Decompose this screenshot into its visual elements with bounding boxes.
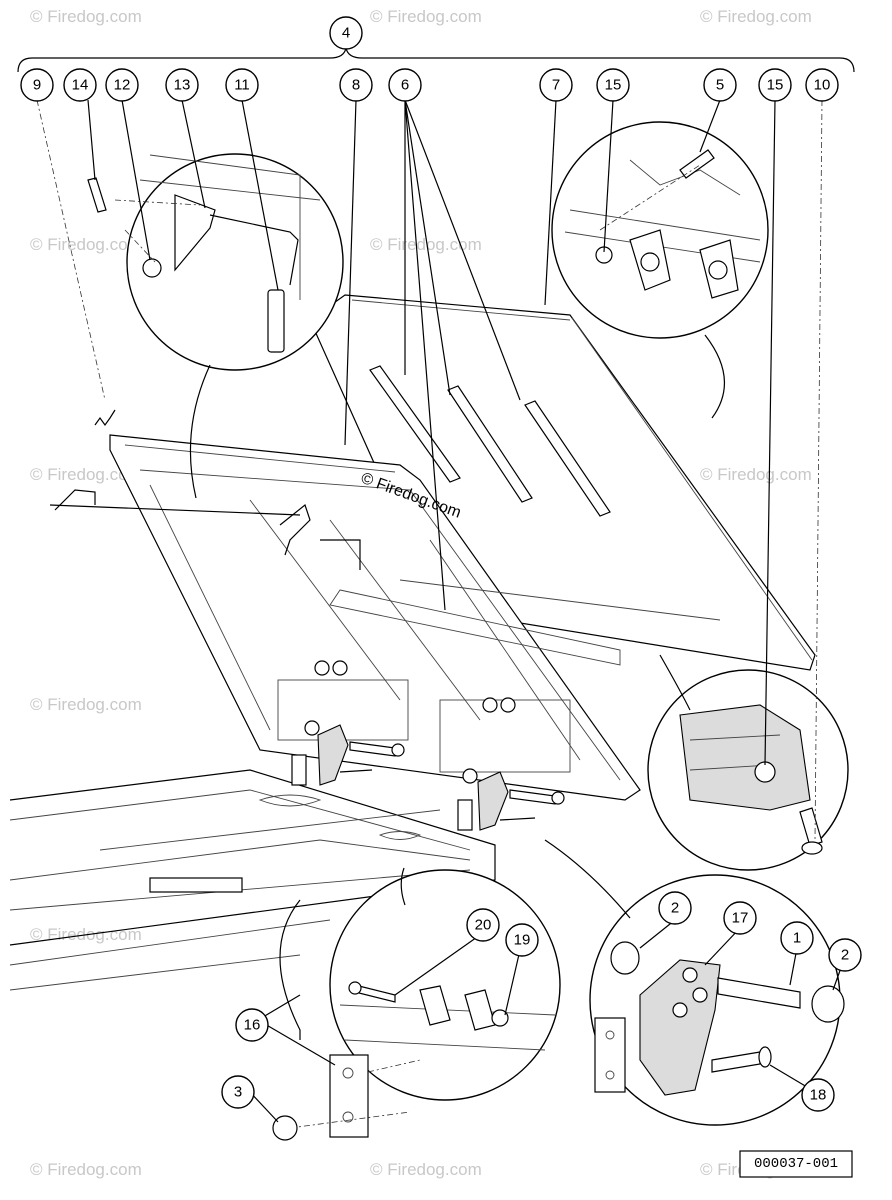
svg-text:4: 4: [342, 25, 350, 42]
svg-text:10: 10: [814, 77, 831, 94]
svg-text:16: 16: [244, 1017, 261, 1034]
nut-3: [272, 1115, 298, 1141]
hinge-bracket-right: [477, 771, 509, 831]
svg-text:3: 3: [234, 1084, 242, 1101]
plate-and-nut: [272, 1054, 421, 1141]
svg-text:14: 14: [72, 77, 89, 94]
callout-7: 7: [539, 68, 573, 102]
callout-15-top: 15: [596, 68, 630, 102]
svg-text:15: 15: [767, 77, 784, 94]
reference-number: 000037-001: [754, 1156, 838, 1172]
callout-2-right: 2: [828, 938, 862, 972]
watermark-text: © Firedog.com: [30, 695, 142, 714]
callout-12: 12: [105, 68, 139, 102]
tailgate-assembly: [49, 294, 816, 831]
svg-text:13: 13: [174, 77, 191, 94]
callout-11: 11: [225, 68, 259, 102]
callout-13: 13: [165, 68, 199, 102]
watermark-text: © Firedog.com: [30, 1160, 142, 1179]
svg-text:9: 9: [33, 77, 41, 94]
svg-text:5: 5: [716, 77, 724, 94]
watermark-text: © Firedog.com: [30, 465, 142, 484]
pin-1: [717, 977, 801, 1009]
callout-14: 14: [63, 68, 97, 102]
svg-text:12: 12: [114, 77, 131, 94]
plate-16-lower: [329, 1054, 369, 1138]
callout-8: 8: [339, 68, 373, 102]
watermark-text: © Firedog.com: [370, 235, 482, 254]
callout-5: 5: [703, 68, 737, 102]
detail-latch-view: [87, 153, 344, 371]
svg-text:19: 19: [514, 932, 531, 949]
callout-16: 16: [235, 1008, 269, 1042]
svg-text:17: 17: [732, 910, 749, 927]
watermark-text: © Firedog.com: [370, 7, 482, 26]
spring: [94, 409, 116, 427]
callout-3: 3: [221, 1075, 255, 1109]
watermark-text: © Firedog.com: [30, 7, 142, 26]
box-slot: [149, 877, 243, 893]
callout-15-right: 15: [758, 68, 792, 102]
svg-text:18: 18: [810, 1087, 827, 1104]
callout-6: 6: [388, 68, 422, 102]
assembly-bracket: [17, 47, 855, 73]
watermark-text: © Firedog.com: [700, 465, 812, 484]
callout-20: 20: [466, 908, 500, 942]
svg-text:7: 7: [552, 77, 560, 94]
reference-number-box: 000037-001: [739, 1150, 853, 1178]
callout-1: 1: [780, 921, 814, 955]
watermark-text: © Firedog.com: [30, 235, 142, 254]
svg-text:8: 8: [352, 77, 360, 94]
bolt-18: [711, 1051, 761, 1073]
svg-text:2: 2: [841, 947, 849, 964]
callout-10: 10: [805, 68, 839, 102]
slot-6b: [447, 385, 533, 503]
detail-hinge-view: [551, 121, 769, 339]
svg-text:20: 20: [475, 917, 492, 934]
callout-2-left: 2: [658, 891, 692, 925]
hinge-bracket-left: [317, 724, 349, 786]
bushing-2a: [610, 941, 640, 975]
cargo-box: [9, 769, 496, 1040]
bushing-2b: [811, 985, 845, 1023]
svg-text:15: 15: [605, 77, 622, 94]
latch-rod: [49, 504, 301, 516]
arrows: [189, 334, 725, 919]
watermark-text: © Firedog.com: [700, 7, 812, 26]
svg-text:11: 11: [234, 77, 250, 94]
slot-6a: [369, 365, 461, 483]
plate-16: [594, 1017, 626, 1093]
callout-18: 18: [801, 1078, 835, 1112]
detail-plate-view: [329, 869, 561, 1101]
svg-text:1: 1: [793, 930, 801, 947]
callout-9: 9: [20, 68, 54, 102]
callout-4: 4: [329, 16, 363, 50]
svg-text:6: 6: [401, 77, 409, 94]
watermark-text: © Firedog.com: [370, 1160, 482, 1179]
callout-19: 19: [505, 923, 539, 957]
callout-17: 17: [723, 901, 757, 935]
slot-6c: [524, 400, 611, 517]
detail-bolt-view: [647, 669, 849, 871]
svg-text:2: 2: [671, 900, 679, 917]
